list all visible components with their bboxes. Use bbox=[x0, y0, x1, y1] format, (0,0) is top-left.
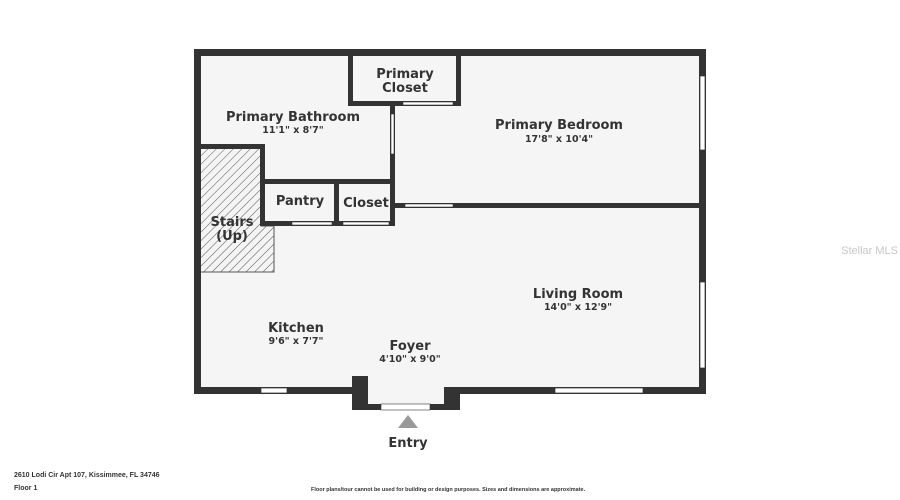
foyer-floor bbox=[365, 389, 447, 407]
primary-bedroom-dims: 17'8" x 10'4" bbox=[525, 134, 593, 145]
disclaimer-text: Floor plans/tour cannot be used for buil… bbox=[311, 487, 586, 493]
stairs-label-2: (Up) bbox=[216, 229, 248, 244]
foyer-dims: 4'10" x 9'0" bbox=[379, 354, 441, 365]
floor-label: Floor 1 bbox=[14, 485, 38, 492]
windows bbox=[260, 75, 706, 394]
primary-bathroom-label: Primary Bathroom bbox=[226, 110, 360, 125]
living-room-dims: 14'0" x 12'9" bbox=[544, 302, 612, 313]
primary-bedroom-label: Primary Bedroom bbox=[495, 118, 623, 133]
address-text: 2610 Lodi Cir Apt 107, Kissimmee, FL 347… bbox=[14, 472, 160, 479]
entry-label: Entry bbox=[388, 436, 428, 451]
kitchen-label: Kitchen bbox=[268, 321, 324, 336]
primary-closet-label-2: Closet bbox=[382, 81, 428, 96]
living-room-label: Living Room bbox=[533, 287, 623, 302]
primary-bathroom-dims: 11'1" x 8'7" bbox=[262, 125, 324, 136]
pantry-label: Pantry bbox=[276, 194, 325, 209]
kitchen-dims: 9'6" x 7'7" bbox=[269, 336, 324, 347]
foyer-label: Foyer bbox=[390, 339, 432, 354]
closet-label: Closet bbox=[343, 196, 389, 211]
primary-closet-label-1: Primary bbox=[376, 67, 434, 82]
watermark: Stellar MLS bbox=[841, 245, 898, 257]
door-openings bbox=[291, 101, 454, 411]
entry-arrow-icon bbox=[398, 415, 418, 428]
stairs-label-1: Stairs bbox=[211, 215, 254, 230]
